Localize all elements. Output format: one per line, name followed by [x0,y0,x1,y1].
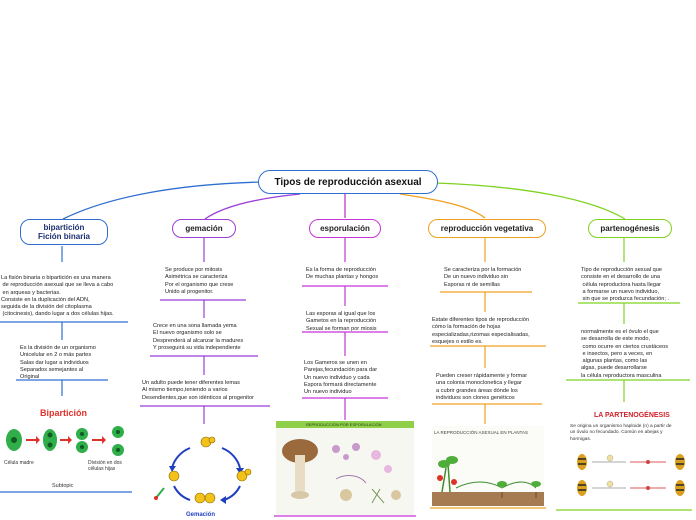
vegetativa-illustration: LA REPRODUCCIÓN ASEXUAL EN PLANTAS [432,426,544,506]
connector-vegetativa [400,194,485,218]
partenogenesis-illustration-body: Se origina un organismo haploide (n) a p… [570,424,672,443]
branch-vegetativa[interactable]: reproducción vegetativa [428,219,546,238]
branch-gemacion-title: gemación [185,224,222,233]
biparticion-caption: Subtopic [52,483,73,489]
root-node[interactable]: Tipos de reproducción asexual [258,170,438,194]
gemacion-text-2: Crece en una sona llamada yema El nuevo … [153,323,243,352]
branch-biparticion-subtitle: Fición binaria [38,232,90,241]
branch-gemacion[interactable]: gemación [172,219,236,238]
biparticion-text-1: La fisión binaria o bipartición es una m… [1,275,114,319]
branch-biparticion[interactable]: bipartición Fición binaria [20,219,108,245]
gemacion-text-3: Un adulto puede tener diferentes lemas A… [142,380,254,402]
gemacion-caption: Gemación [186,512,215,518]
esporulacion-illustration: REPRODUCCIÓN POR ESPORULACIÓN [276,421,414,515]
esporulacion-illustration-title: REPRODUCCIÓN POR ESPORULACIÓN [306,422,382,427]
plant-runner-graphic [432,438,544,506]
vegetativa-text-3: Pueden creser rápidamente y formar una c… [436,373,527,402]
vegetativa-illustration-title: LA REPRODUCCIÓN ASEXUAL EN PLANTAS [434,430,528,435]
spore-cycle-graphic [276,429,414,515]
esporulacion-text-2: Las esporas al igual que los Gametos en … [306,311,377,333]
bee-parthenogenesis-graphic [570,450,692,506]
partenogenesis-illustration-title: LA PARTENOGÉNESIS [594,412,670,419]
esporulacion-text-3: Los Gameros se unen en Parejas,fecundaci… [304,360,377,396]
branch-vegetativa-title: reproducción vegetativa [441,224,533,233]
branch-biparticion-title: bipartición [38,223,90,232]
partenogenesis-text-2: normalmente es el óvulo el que se desarr… [581,329,668,380]
root-title: Tipos de reproducción asexual [274,177,421,188]
branch-partenogenesis-title: partenogénesis [600,224,659,233]
biparticion-label-right: División en dos células hijas [88,460,122,472]
gemacion-illustration: Gemación [150,428,260,520]
esporulacion-text-1: Es la forma de reproducción De muchas pl… [306,267,378,282]
connector-gemacion [205,194,300,219]
gemacion-text-1: Se produce por mitosis Asimétrica se car… [165,267,233,296]
vegetativa-text-1: Se caracteriza por la formación De un nu… [444,267,521,289]
partenogenesis-illustration: LA PARTENOGÉNESIS Se origina un organism… [566,410,692,508]
biparticion-illustration-title: Bipartición [40,408,87,418]
branch-esporulacion[interactable]: esporulación [309,219,381,238]
connector-partenogenesis [436,183,625,219]
branch-partenogenesis[interactable]: partenogénesis [588,219,672,238]
vegetativa-text-2: Estate diferentes tipos de reproducción … [432,317,530,346]
budding-cycle-graphic [150,428,260,514]
biparticion-text-2: Es la división de un organismo Unicelula… [20,345,96,381]
partenogenesis-text-1: Tipo de reproducción sexual que consiste… [581,267,669,303]
branch-esporulacion-title: esporulación [320,224,370,233]
biparticion-label-left: Célula madre [4,460,34,466]
connector-biparticion [63,182,262,219]
cell-division-graphic [0,424,134,464]
biparticion-illustration: Bipartición Célula madre División en dos… [0,404,134,488]
